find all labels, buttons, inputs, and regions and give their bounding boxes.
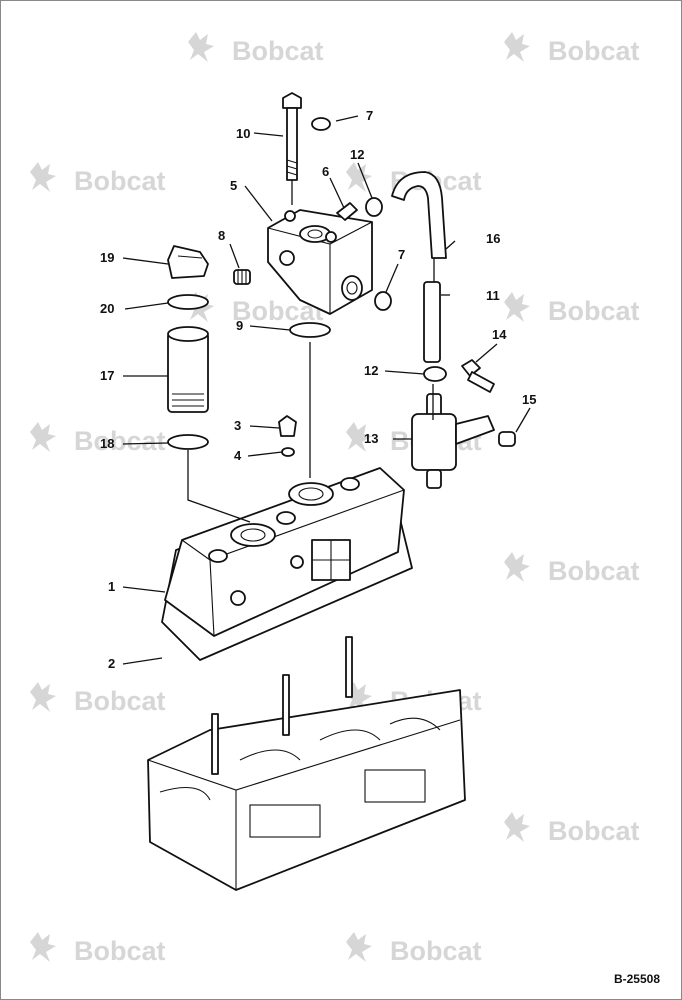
callout-11: 11 [486, 288, 500, 303]
watermark: Bobcat [504, 552, 640, 586]
callout-10: 10 [236, 126, 250, 141]
callout-3: 3 [234, 418, 241, 433]
svg-text:Bobcat: Bobcat [232, 36, 324, 66]
callout-1: 1 [108, 579, 115, 594]
svg-text:Bobcat: Bobcat [390, 936, 482, 966]
callout-12: 12 [364, 363, 378, 378]
callout-7: 7 [398, 247, 405, 262]
part-13-separator [411, 393, 495, 489]
part-14-bolt [461, 359, 495, 393]
callout-7: 7 [366, 108, 373, 123]
callout-9: 9 [236, 318, 243, 333]
watermark: Bobcat [30, 932, 166, 966]
callout-14: 14 [492, 327, 507, 342]
part-7-cap [311, 117, 331, 131]
part-11-hose [423, 281, 441, 363]
callout-13: 13 [364, 431, 378, 446]
part-12-clamp-lower [423, 366, 447, 382]
leader-lines [122, 115, 531, 665]
part-19-filler-cap [167, 245, 209, 279]
watermark: Bobcat [346, 932, 482, 966]
callout-19: 19 [100, 250, 114, 265]
callouts: 10 7 5 6 12 16 8 7 11 19 20 9 17 12 14 1… [100, 108, 536, 671]
watermark: Bobcat [188, 32, 324, 66]
part-12-clamp-upper [365, 197, 383, 217]
part-8-plug [233, 269, 251, 285]
cylinder-head [147, 636, 466, 891]
part-18-o-ring [167, 434, 209, 450]
part-4-washer [281, 447, 295, 457]
callout-2: 2 [108, 656, 115, 671]
diagram-reference-code: B-25508 [613, 972, 660, 986]
watermark: Bobcat [504, 32, 640, 66]
svg-text:Bobcat: Bobcat [548, 296, 640, 326]
part-1-valve-cover [164, 467, 405, 637]
part-17-filler-neck [167, 326, 209, 413]
watermark: Bobcat [504, 292, 640, 326]
svg-text:Bobcat: Bobcat [74, 426, 166, 456]
part-7-o-ring [374, 291, 392, 311]
callout-5: 5 [230, 178, 237, 193]
part-5-breather-housing [267, 209, 373, 315]
callout-6: 6 [322, 164, 329, 179]
watermark: Bobcat [30, 422, 166, 456]
watermark: Bobcat [30, 682, 166, 716]
callout-15: 15 [522, 392, 536, 407]
part-10-bolt [282, 92, 302, 181]
watermark: Bobcat [504, 812, 640, 846]
svg-text:Bobcat: Bobcat [548, 816, 640, 846]
svg-text:Bobcat: Bobcat [74, 936, 166, 966]
callout-12: 12 [350, 147, 364, 162]
callout-17: 17 [100, 368, 114, 383]
callout-8: 8 [218, 228, 225, 243]
part-15-spacer [498, 431, 516, 447]
callout-16: 16 [486, 231, 500, 246]
watermark: Bobcat [30, 162, 166, 196]
part-20-gasket [167, 294, 209, 310]
svg-text:Bobcat: Bobcat [74, 166, 166, 196]
callout-20: 20 [100, 301, 114, 316]
callout-18: 18 [100, 436, 114, 451]
part-16-bent-hose [391, 171, 447, 259]
svg-text:Bobcat: Bobcat [74, 686, 166, 716]
part-6-nipple [336, 202, 358, 221]
callout-4: 4 [234, 448, 242, 463]
part-9-o-ring [289, 322, 331, 338]
svg-text:Bobcat: Bobcat [548, 36, 640, 66]
part-3-bolt [278, 415, 297, 437]
svg-text:Bobcat: Bobcat [548, 556, 640, 586]
